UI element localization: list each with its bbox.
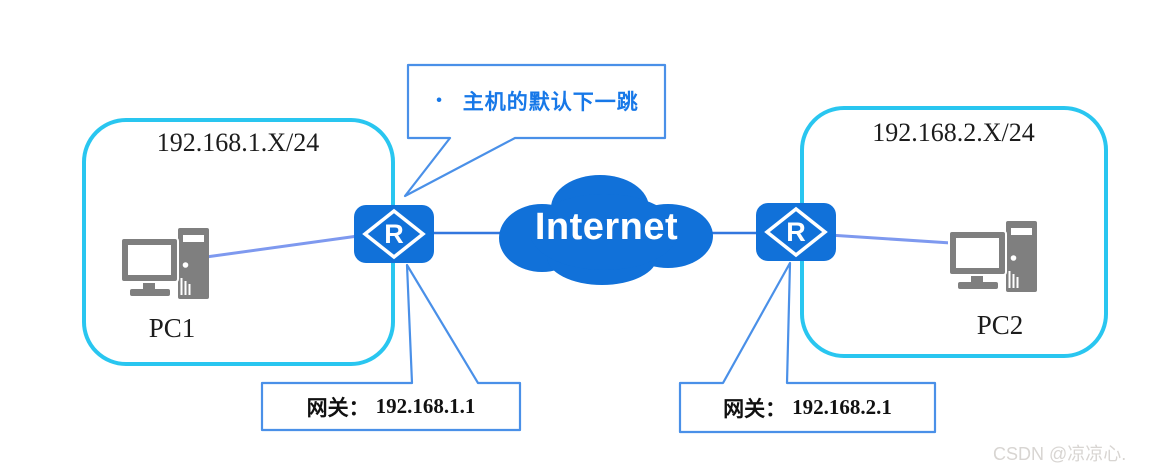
- gateway1-ip: 192.168.1.1: [375, 394, 476, 418]
- callout-label: 主机的默认下一跳: [462, 91, 639, 114]
- gateway2-box-shape: [678, 261, 937, 434]
- csdn-watermark: CSDN @凉凉心.: [993, 444, 1127, 464]
- router1-icon: R: [354, 205, 434, 263]
- gateway1-label-box: 网关： 192.168.1.1: [262, 383, 520, 430]
- gateway1-label: 网关：: [306, 396, 370, 420]
- pc1-router-link: [205, 234, 359, 259]
- pc2-label: PC2: [976, 310, 1024, 340]
- gateway2-label-box: 网关： 192.168.2.1: [680, 383, 935, 432]
- pc1-computer-icon: [120, 228, 209, 299]
- gateway2-label: 网关：: [723, 397, 787, 421]
- subnet2-title: 192.168.2.X/24: [872, 118, 1035, 147]
- router1-label: R: [384, 219, 404, 249]
- gateway1-box-shape: [260, 263, 522, 432]
- pc2-computer-icon: [948, 221, 1037, 292]
- pc1-label: PC1: [148, 313, 196, 343]
- router2-icon: R: [756, 203, 836, 261]
- callout-bullet-icon: •: [436, 92, 443, 109]
- subnet1-title: 192.168.1.X/24: [156, 128, 320, 157]
- callout-bubble-shape: [403, 63, 667, 198]
- internet-cloud-icon: [499, 175, 713, 285]
- pc2-router-link: [828, 233, 952, 245]
- default-next-hop-callout: • 主机的默认下一跳: [410, 66, 665, 136]
- router2-label: R: [786, 217, 806, 247]
- internet-label: Internet: [534, 206, 679, 248]
- gateway2-ip: 192.168.2.1: [792, 395, 892, 419]
